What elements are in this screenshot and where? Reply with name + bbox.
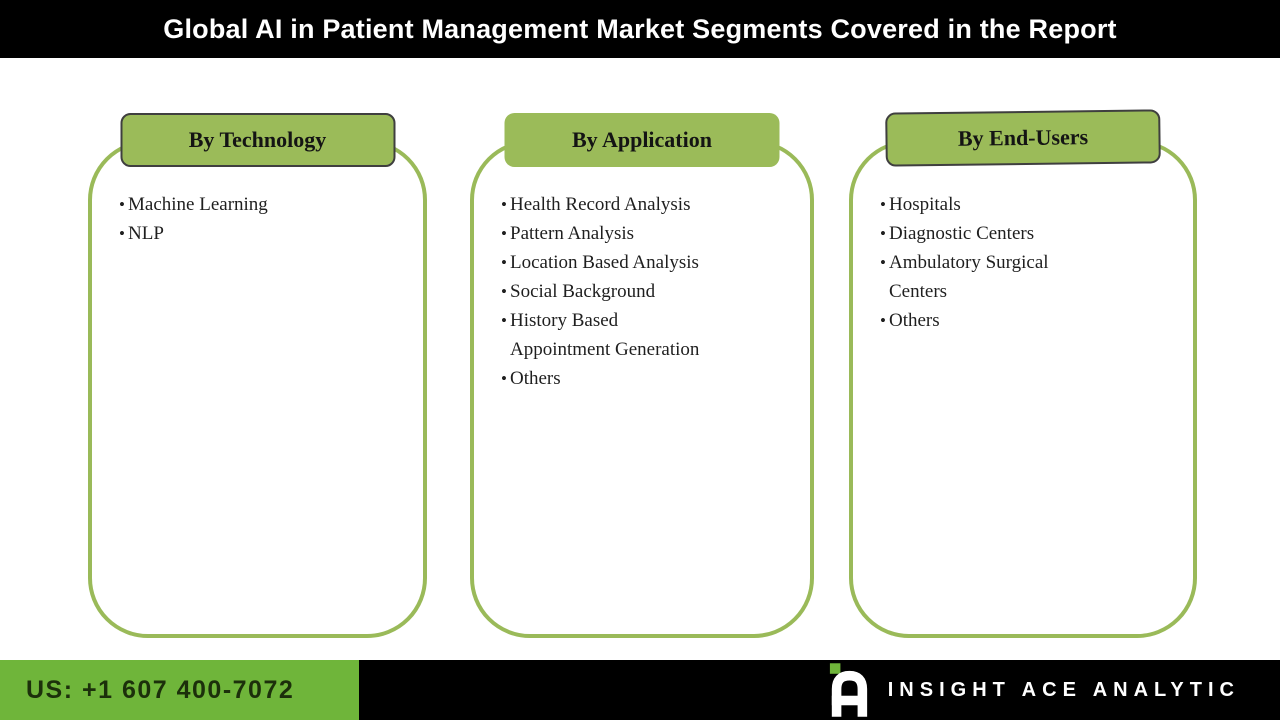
list-item: • Location Based Analysis bbox=[474, 248, 784, 277]
segment-card-technology: By Technology • Machine Learning • NLP bbox=[88, 113, 427, 638]
list-item: • Hospitals bbox=[853, 190, 1167, 219]
bullet-icon: • bbox=[119, 224, 125, 243]
card-header-application: By Application bbox=[504, 113, 780, 167]
bullet-icon: • bbox=[501, 253, 507, 272]
card-header-endusers: By End-Users bbox=[885, 109, 1161, 167]
list-item-label: Machine Learning bbox=[128, 194, 268, 215]
list-item-label: NLP bbox=[128, 223, 164, 244]
application-list: • Health Record Analysis • Pattern Analy… bbox=[474, 144, 810, 393]
list-item-label: Hospitals bbox=[889, 194, 961, 215]
card-title: By End-Users bbox=[957, 124, 1089, 151]
list-item: • Health Record Analysis bbox=[474, 190, 784, 219]
endusers-list: • Hospitals • Diagnostic Centers • Ambul… bbox=[853, 144, 1193, 335]
list-item-label: Others bbox=[889, 310, 940, 331]
title-bar: Global AI in Patient Management Market S… bbox=[0, 0, 1280, 58]
list-item: • NLP bbox=[92, 219, 397, 248]
bullet-icon: • bbox=[880, 253, 886, 272]
list-item-label: Diagnostic Centers bbox=[889, 223, 1035, 244]
footer-bar: US: +1 607 400-7072 INSIGHT ACE ANALYTIC bbox=[0, 660, 1280, 720]
bullet-icon: • bbox=[880, 311, 886, 330]
list-item: • Others bbox=[474, 364, 784, 393]
card-title: By Technology bbox=[188, 127, 327, 152]
phone-box: US: +1 607 400-7072 bbox=[0, 660, 359, 720]
brand-logo-block: INSIGHT ACE ANALYTIC bbox=[828, 660, 1240, 720]
bullet-icon: • bbox=[501, 195, 507, 214]
page-title: Global AI in Patient Management Market S… bbox=[163, 13, 1117, 44]
list-item: • Social Background bbox=[474, 277, 784, 306]
bullet-icon: • bbox=[880, 224, 886, 243]
technology-list: • Machine Learning • NLP bbox=[92, 144, 423, 248]
list-item: • Diagnostic Centers bbox=[853, 219, 1167, 248]
brand-name: INSIGHT ACE ANALYTIC bbox=[887, 678, 1240, 701]
segment-card-application: By Application • Health Record Analysis … bbox=[470, 113, 814, 638]
list-item: • Machine Learning bbox=[92, 190, 397, 219]
bullet-icon: • bbox=[880, 195, 886, 214]
bullet-icon: • bbox=[501, 282, 507, 301]
card-header-technology: By Technology bbox=[120, 113, 395, 167]
segment-card-endusers: By End-Users • Hospitals • Diagnostic Ce… bbox=[849, 109, 1197, 638]
card-title: By Application bbox=[572, 127, 712, 152]
phone-number: US: +1 607 400-7072 bbox=[26, 675, 295, 704]
list-item-label: Social Background bbox=[510, 281, 656, 302]
list-item-label: Others bbox=[510, 368, 561, 389]
list-item-label: Pattern Analysis bbox=[510, 223, 635, 244]
list-item-label: Location Based Analysis bbox=[510, 252, 699, 273]
list-item-label: Health Record Analysis bbox=[510, 194, 691, 215]
bullet-icon: • bbox=[501, 311, 507, 330]
list-item: • History Based Appointment Generation bbox=[474, 306, 784, 364]
list-item: • Pattern Analysis bbox=[474, 219, 784, 248]
bullet-icon: • bbox=[501, 369, 507, 388]
list-item-label: Ambulatory Surgical Centers bbox=[889, 252, 1049, 302]
list-item: • Ambulatory Surgical Centers bbox=[853, 248, 1167, 306]
bullet-icon: • bbox=[119, 195, 125, 214]
bullet-icon: • bbox=[501, 224, 507, 243]
insight-ace-a-logo-icon bbox=[829, 663, 867, 717]
list-item-label: History Based Appointment Generation bbox=[510, 310, 700, 360]
list-item: • Others bbox=[853, 306, 1167, 335]
